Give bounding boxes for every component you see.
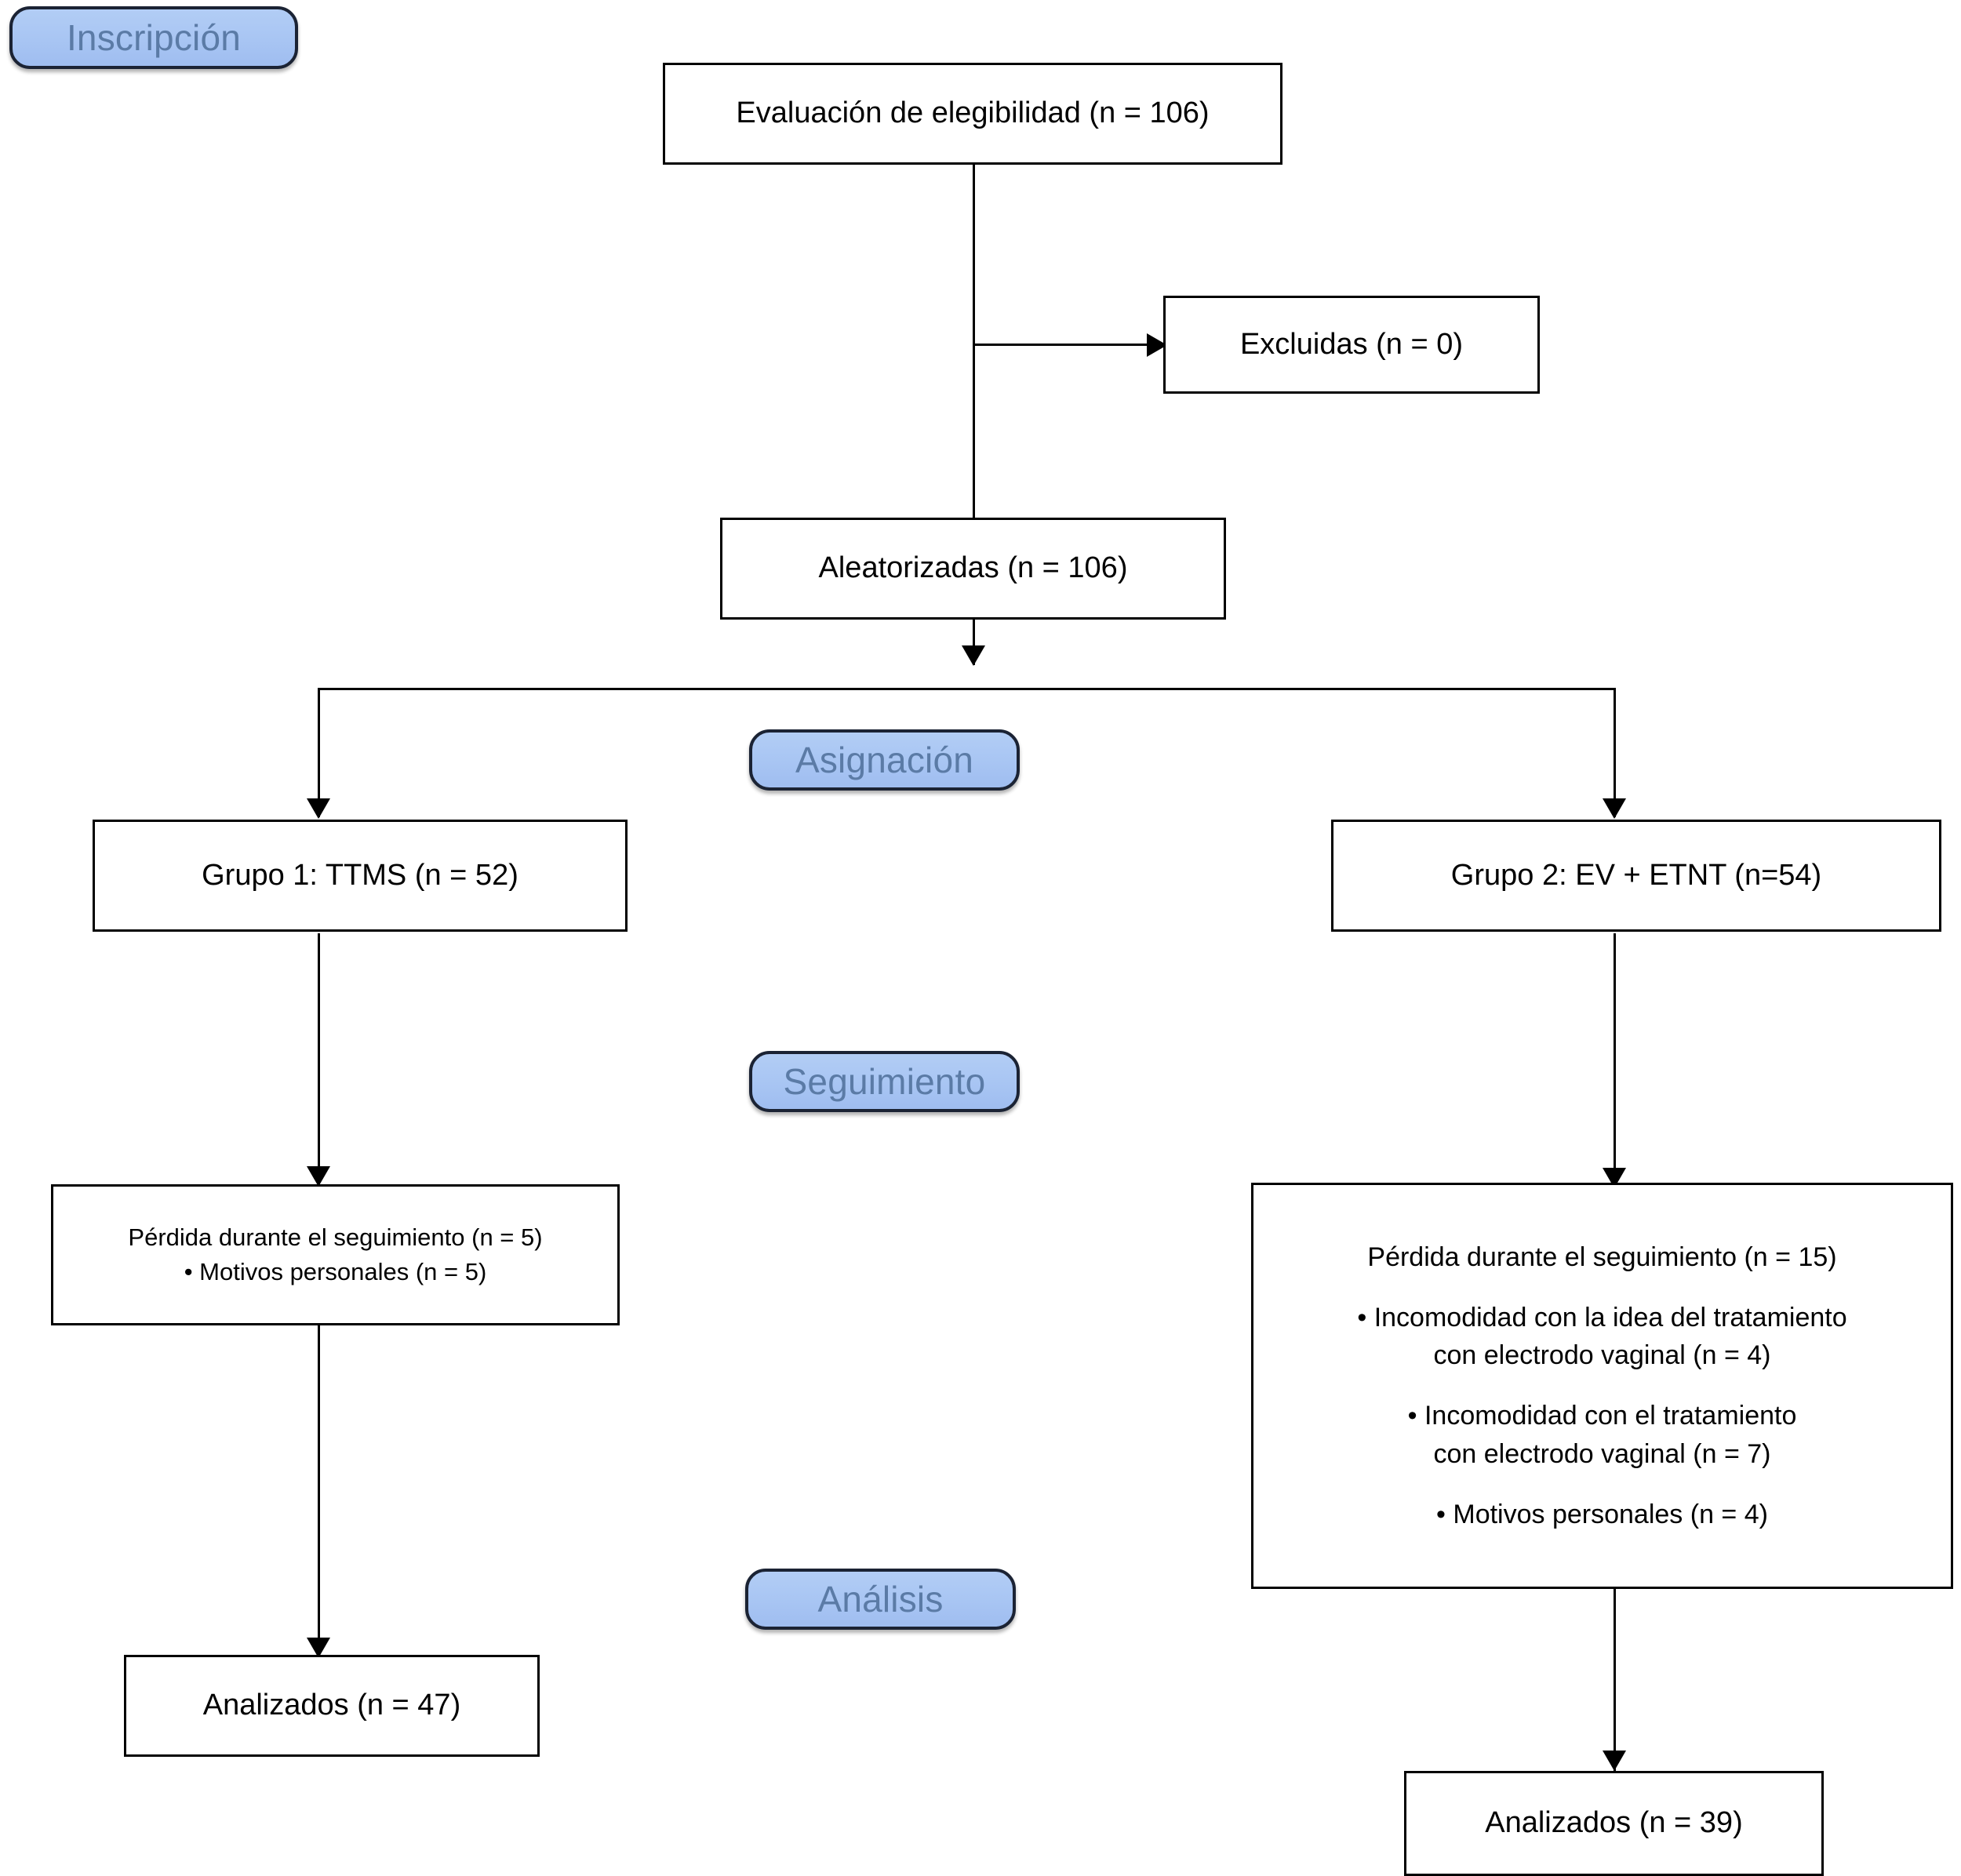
lost2-reason-2-line-2: con electrodo vaginal (n = 7) [1433, 1438, 1771, 1469]
connector-split-left-down [318, 688, 320, 817]
box-group1-text: Grupo 1: TTMS (n = 52) [202, 858, 518, 892]
stage-label-followup: Seguimiento [749, 1051, 1020, 1112]
arrowhead-to-lost1 [307, 1166, 330, 1187]
connector-group2-to-lost2 [1614, 933, 1616, 1188]
connector-lost1-to-analyzed1 [318, 1325, 320, 1659]
box-excluded-text: Excluidas (n = 0) [1239, 327, 1464, 361]
stage-label-analysis: Análisis [745, 1569, 1016, 1630]
stage-label-followup-text: Seguimiento [783, 1061, 986, 1102]
connector-group1-to-lost1 [318, 933, 320, 1187]
stage-label-enrollment-text: Inscripción [66, 17, 242, 58]
connector-split-right-down [1614, 688, 1616, 817]
lost2-reason-3: • Motivos personales (n = 4) [1436, 1499, 1768, 1529]
connector-lost2-to-analyzed2 [1614, 1589, 1616, 1777]
box-assessed-for-eligibility-text: Evaluación de elegibilidad (n = 106) [736, 96, 1210, 130]
spacer [1261, 1276, 1943, 1299]
box-group2-text: Grupo 2: EV + ETNT (n=54) [1450, 858, 1822, 892]
box-analyzed-group1: Analizados (n = 47) [124, 1655, 540, 1757]
arrowhead-split-trunk [962, 645, 985, 666]
box-excluded: Excluidas (n = 0) [1163, 296, 1540, 394]
arrowhead-to-analyzed1 [307, 1638, 330, 1658]
box-lost-to-followup-group1: Pérdida durante el seguimiento (n = 5) •… [51, 1184, 620, 1325]
connector-allocation-split-bar [318, 688, 1616, 690]
box-analyzed-group2-text: Analizados (n = 39) [1485, 1806, 1743, 1840]
arrowhead-to-group1 [307, 798, 330, 819]
stage-label-enrollment: Inscripción [9, 6, 298, 69]
box-analyzed-group2: Analizados (n = 39) [1404, 1771, 1824, 1876]
stage-label-allocation: Asignación [749, 729, 1020, 791]
stage-label-allocation-text: Asignación [795, 740, 974, 780]
box-group1: Grupo 1: TTMS (n = 52) [93, 820, 628, 932]
arrowhead-to-group2 [1603, 798, 1626, 819]
connector-assessed-to-excluded [973, 344, 1147, 346]
arrowhead-to-analyzed2 [1603, 1751, 1626, 1771]
box-assessed-for-eligibility: Evaluación de elegibilidad (n = 106) [663, 63, 1282, 165]
box-analyzed-group1-text: Analizados (n = 47) [202, 1689, 461, 1722]
lost1-reason-1: • Motivos personales (n = 5) [184, 1258, 487, 1285]
stage-label-analysis-text: Análisis [817, 1579, 944, 1620]
spacer [1261, 1375, 1943, 1398]
lost2-reason-1-line-1: • Incomodidad con la idea del tratamient… [1357, 1303, 1847, 1333]
box-group2: Grupo 2: EV + ETNT (n=54) [1331, 820, 1941, 932]
lost2-reason-2-line-1: • Incomodidad con el tratamiento [1407, 1401, 1797, 1431]
lost2-reason-1-line-2: con electrodo vaginal (n = 4) [1433, 1340, 1771, 1371]
connector-randomized-down [973, 618, 975, 665]
connector-assessed-to-randomized [973, 162, 975, 562]
box-lost-to-followup-group2: Pérdida durante el seguimiento (n = 15) … [1251, 1183, 1953, 1589]
box-randomized: Aleatorizadas (n = 106) [720, 518, 1226, 620]
spacer [1261, 1473, 1943, 1496]
lost2-title: Pérdida durante el seguimiento (n = 15) [1367, 1242, 1837, 1272]
box-randomized-text: Aleatorizadas (n = 106) [818, 551, 1128, 585]
lost1-title: Pérdida durante el seguimiento (n = 5) [128, 1223, 543, 1251]
